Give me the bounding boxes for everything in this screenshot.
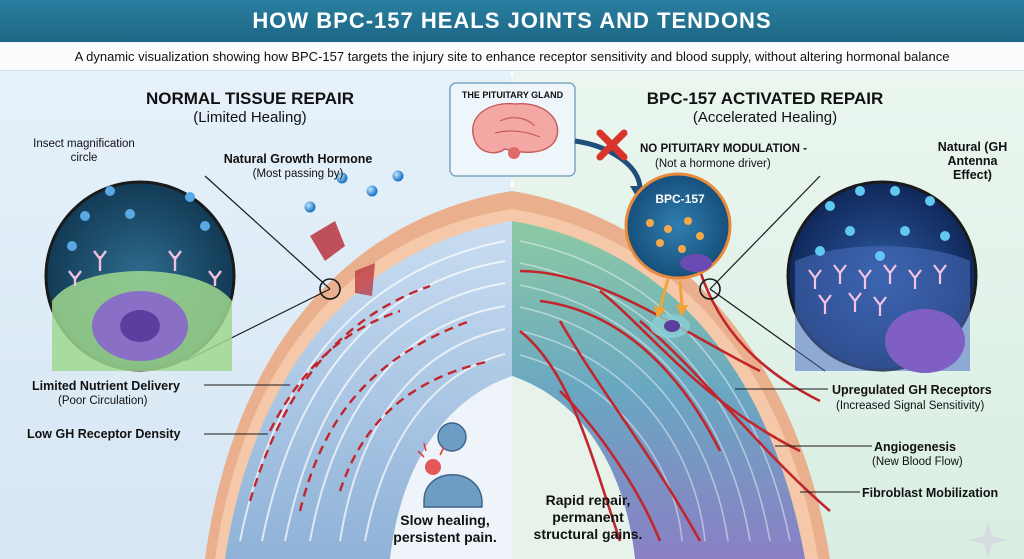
angiogenesis-sublabel: (New Blood Flow) — [872, 456, 963, 468]
diagram-canvas: NORMAL TISSUE REPAIR (Limited Healing) I… — [0, 71, 1024, 559]
hormone-label: Natural Growth Hormone — [223, 152, 373, 166]
hormone-sublabel: (Most passing by) — [252, 168, 344, 180]
no-modulation-label: NO PITUITARY MODULATION - — [640, 143, 807, 155]
right-panel-title: BPC-157 ACTIVATED REPAIR — [646, 89, 884, 108]
page-title: HOW BPC-157 HEALS JOINTS AND TENDONS — [0, 0, 1024, 42]
nutrient-label: Limited Nutrient Delivery — [32, 379, 180, 393]
bpc-157-label: BPC-157 — [655, 192, 705, 206]
left-panel-subtitle: (Limited Healing) — [193, 109, 307, 126]
page-subtitle: A dynamic visualization showing how BPC-… — [0, 44, 1024, 71]
upregulated-receptors-label: Upregulated GH Receptors — [832, 383, 992, 397]
fibroblast-label: Fibroblast Mobilization — [862, 486, 999, 500]
right-outcome: Rapid repair, permanent structural gains… — [533, 492, 643, 542]
receptor-density-label: Low GH Receptor Density — [27, 427, 181, 441]
inset-label: Insect magnification circle — [33, 138, 135, 164]
pituitary-gland-title: THE PITUITARY GLAND — [461, 90, 564, 100]
right-panel-subtitle: (Accelerated Healing) — [692, 109, 838, 126]
angiogenesis-label: Angiogenesis — [874, 440, 956, 454]
diagram-artwork — [0, 71, 1024, 559]
upregulated-receptors-sublabel: (Increased Signal Sensitivity) — [836, 400, 985, 412]
left-outcome: Slow healing, persistent pain. — [393, 512, 497, 545]
antenna-effect-label: Natural (GH Antenna Effect) — [937, 140, 1008, 182]
left-panel-title: NORMAL TISSUE REPAIR — [145, 89, 355, 108]
nutrient-sublabel: (Poor Circulation) — [58, 395, 148, 407]
no-modulation-sublabel: (Not a hormone driver) — [655, 158, 771, 170]
